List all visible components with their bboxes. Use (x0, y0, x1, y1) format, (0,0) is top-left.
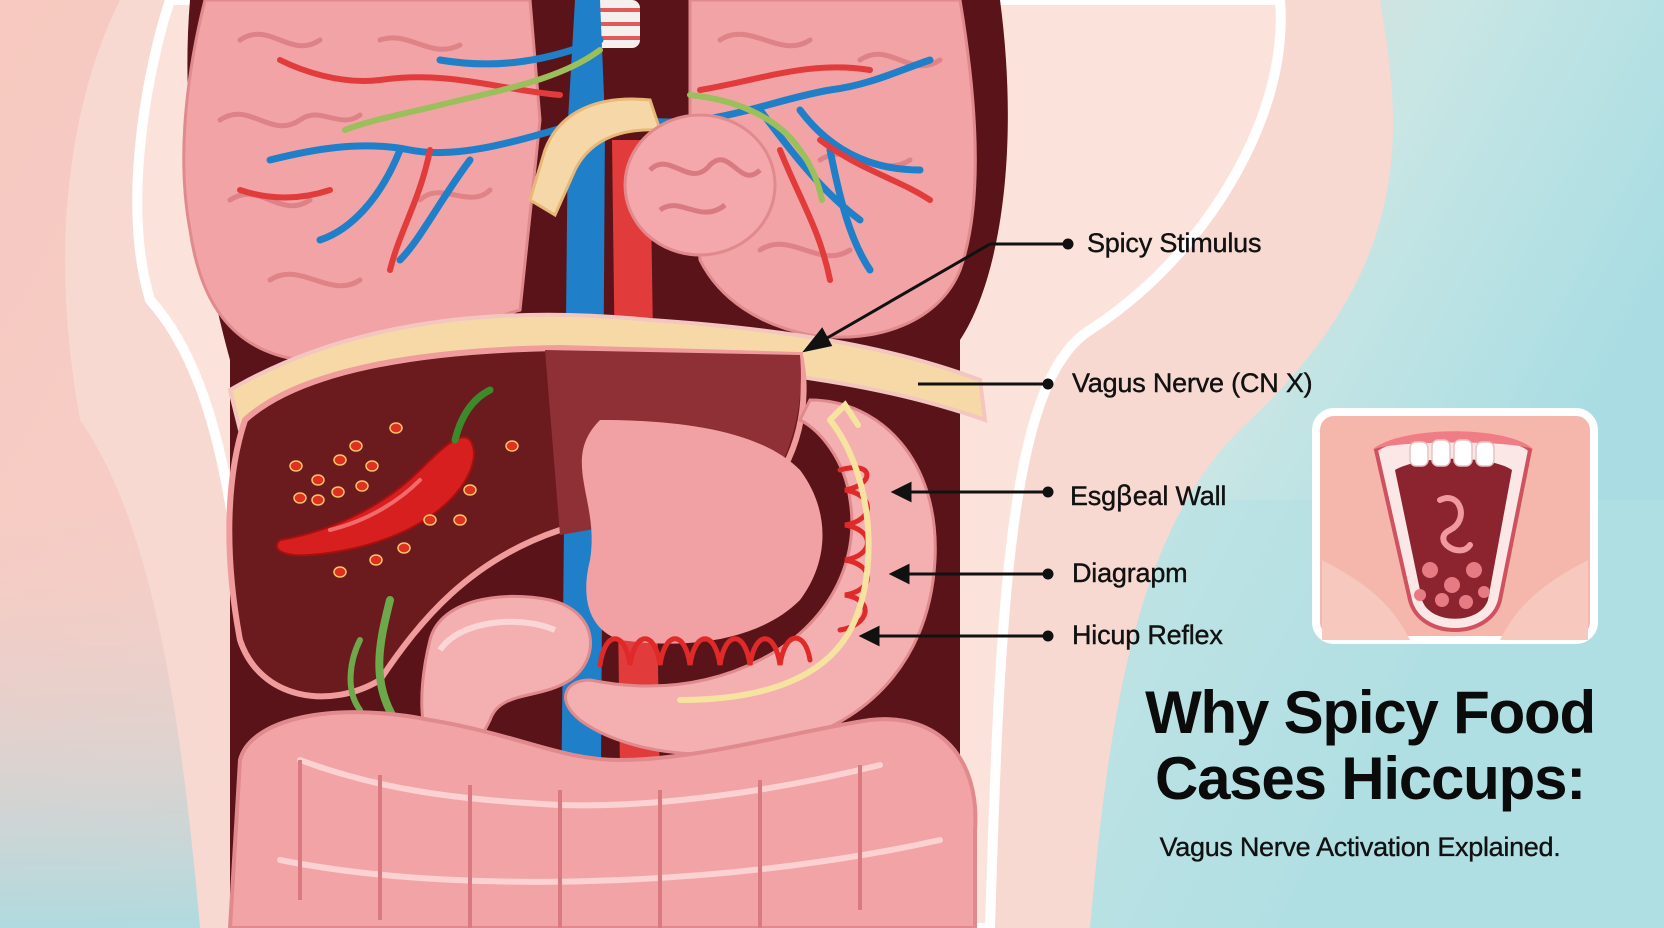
chili-seeds (289, 422, 519, 578)
left-lung (182, 0, 542, 362)
chili-pepper-icon (275, 386, 494, 557)
intestines (227, 710, 978, 928)
label-hiccup-reflex: Hicup Reflex (1072, 620, 1223, 650)
label-esophageal-wall: Esgꞵeal Wall (1070, 481, 1227, 511)
label-diaphragm: Diagrapm (1072, 558, 1188, 588)
label-vagus-nerve: Vagus Nerve (CN X) (1072, 368, 1313, 398)
page-subtitle: Vagus Nerve Activation Explained. (1159, 832, 1561, 862)
leader-lines (802, 238, 1074, 647)
throat-cross-section-icon (1312, 408, 1598, 644)
page-title: Why Spicy Food Cases Hiccups: (1090, 680, 1650, 812)
heart (623, 113, 777, 257)
stomach (564, 398, 937, 756)
label-spicy-stimulus: Spicy Stimulus (1087, 228, 1262, 258)
title-line-1: Why Spicy Food (1145, 679, 1596, 746)
title-line-2: Cases Hiccups: (1154, 745, 1586, 812)
